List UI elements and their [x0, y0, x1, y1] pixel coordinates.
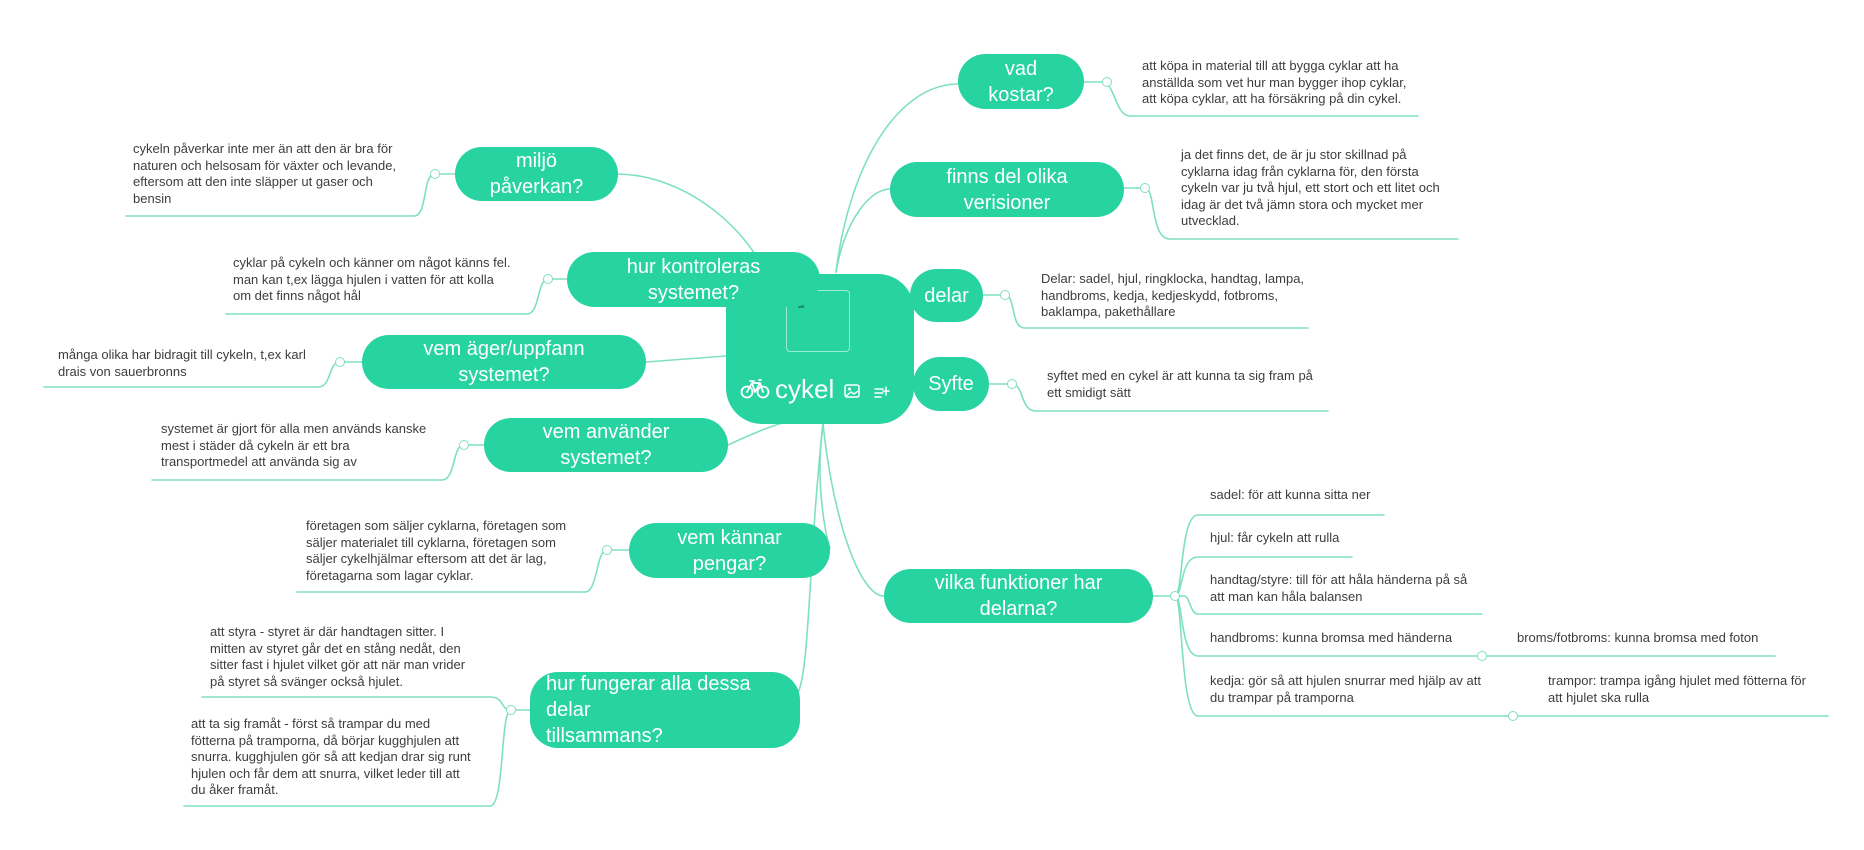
note-att-styra: att styra - styret är där handtagen sitt… [210, 624, 466, 689]
connector-dot[interactable] [1170, 591, 1180, 601]
connector-dot[interactable] [602, 545, 612, 555]
topic-delar[interactable]: delar [910, 269, 983, 322]
image-placeholder [786, 290, 850, 352]
link-vem-ager [645, 355, 727, 363]
link-funktioner [822, 423, 885, 597]
note-trampor: trampor: trampa igång hjulet med föttern… [1548, 673, 1806, 705]
note-att-ta-sig-framat: att ta sig framåt - först så trampar du … [191, 716, 471, 797]
note-syfte: syftet med en cykel är att kunna ta sig … [1047, 368, 1313, 400]
note-broms-fotbroms: broms/fotbroms: kunna bromsa med foton [1517, 630, 1759, 645]
note-miljo-paverkan: cykeln påverkar inte mer än att den är b… [133, 141, 397, 206]
note-sadel: sadel: för att kunna sitta ner [1210, 487, 1371, 502]
note-delar: Delar: sadel, hjul, ringklocka, handtag,… [1041, 271, 1305, 319]
connector-dot[interactable] [543, 274, 553, 284]
connector-dot[interactable] [1477, 651, 1487, 661]
connector-dot[interactable] [335, 357, 345, 367]
connector-dot[interactable] [506, 705, 516, 715]
connector-dot[interactable] [459, 440, 469, 450]
bicycle-icon [740, 379, 770, 399]
link-finns-del [835, 188, 891, 273]
image-icon[interactable] [844, 384, 860, 398]
note-handbroms: handbroms: kunna bromsa med händerna [1210, 630, 1453, 645]
topic-finns-del-olika-verisioner[interactable]: finns del olika verisioner [890, 162, 1124, 217]
connector-dot[interactable] [1140, 183, 1150, 193]
connector-dot[interactable] [1102, 77, 1112, 87]
connector-dot[interactable] [430, 169, 440, 179]
topic-syfte[interactable]: Syfte [913, 357, 989, 411]
note-hur-kontroleras-systemet: cyklar på cykeln och känner om något kän… [233, 255, 511, 303]
note-finns-del-olika-verisioner: ja det finns det, de är ju stor skillnad… [1181, 147, 1440, 228]
note-vem-ager-uppfann-systemet: många olika har bidragit till cykeln, t,… [58, 347, 306, 379]
topic-vilka-funktioner[interactable]: vilka funktioner har delarna? [884, 569, 1153, 623]
topic-miljo-paverkan[interactable]: miljö påverkan? [455, 147, 618, 201]
topic-vem-kannar-pengar[interactable]: vem kännar pengar? [629, 523, 830, 578]
topic-vem-ager-uppfann-systemet[interactable]: vem äger/uppfann systemet? [362, 335, 646, 389]
note-vem-kannar-pengar: företagen som säljer cyklarna, företagen… [306, 518, 567, 583]
connector-dot[interactable] [1007, 379, 1017, 389]
link-vem-anvander [727, 423, 781, 446]
note-hjul: hjul: får cykeln att rulla [1210, 530, 1340, 545]
topic-vem-anvander-systemet[interactable]: vem använder systemet? [484, 418, 728, 472]
topic-hur-kontroleras-systemet[interactable]: hur kontroleras systemet? [567, 252, 820, 307]
note-handtag: handtag/styre: till för att håla händern… [1210, 572, 1468, 604]
note-list-icon[interactable] [874, 384, 890, 398]
note-vem-anvander-systemet: systemet är gjort för alla men används k… [161, 421, 427, 469]
topic-vad-kostar[interactable]: vad kostar? [958, 54, 1084, 109]
link-fungerar [795, 423, 824, 697]
link-vad-kostar [835, 83, 959, 273]
connector-dot[interactable] [1000, 290, 1010, 300]
connector-dot[interactable] [1508, 711, 1518, 721]
note-kedja: kedja: gör så att hjulen snurrar med hjä… [1210, 673, 1481, 705]
central-topic-title: cykel [775, 374, 835, 404]
note-vad-kostar: att köpa in material till att bygga cykl… [1142, 58, 1407, 106]
